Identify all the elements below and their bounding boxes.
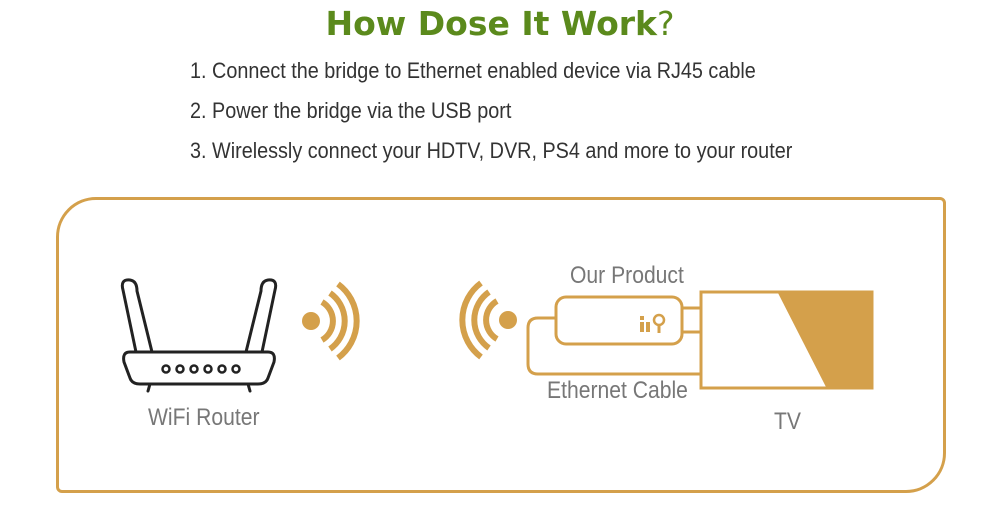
diagram-panel: [56, 197, 946, 493]
ethernet-cable-line: [526, 316, 704, 376]
tv-icon: [699, 290, 874, 390]
tv-label: TV: [774, 408, 801, 435]
router-icon: [120, 278, 278, 393]
wifi-signal-left-icon: [459, 280, 517, 360]
title-question-mark: ?: [656, 4, 675, 43]
product-label: Our Product: [570, 262, 684, 289]
wifi-signal-right-icon: [302, 281, 360, 361]
steps-list: 1. Connect the bridge to Ethernet enable…: [190, 56, 792, 176]
title-text: How Dose It Work: [325, 4, 657, 43]
router-label: WiFi Router: [148, 404, 260, 431]
step-item-1: 1. Connect the bridge to Ethernet enable…: [190, 58, 756, 83]
page-title: How Dose It Work?: [0, 4, 1000, 43]
product-dongle-icon: [554, 295, 704, 346]
step-item-3: 3. Wirelessly connect your HDTV, DVR, PS…: [190, 138, 793, 163]
step-item-2: 2. Power the bridge via the USB port: [190, 98, 512, 123]
cable-label: Ethernet Cable: [547, 377, 688, 404]
